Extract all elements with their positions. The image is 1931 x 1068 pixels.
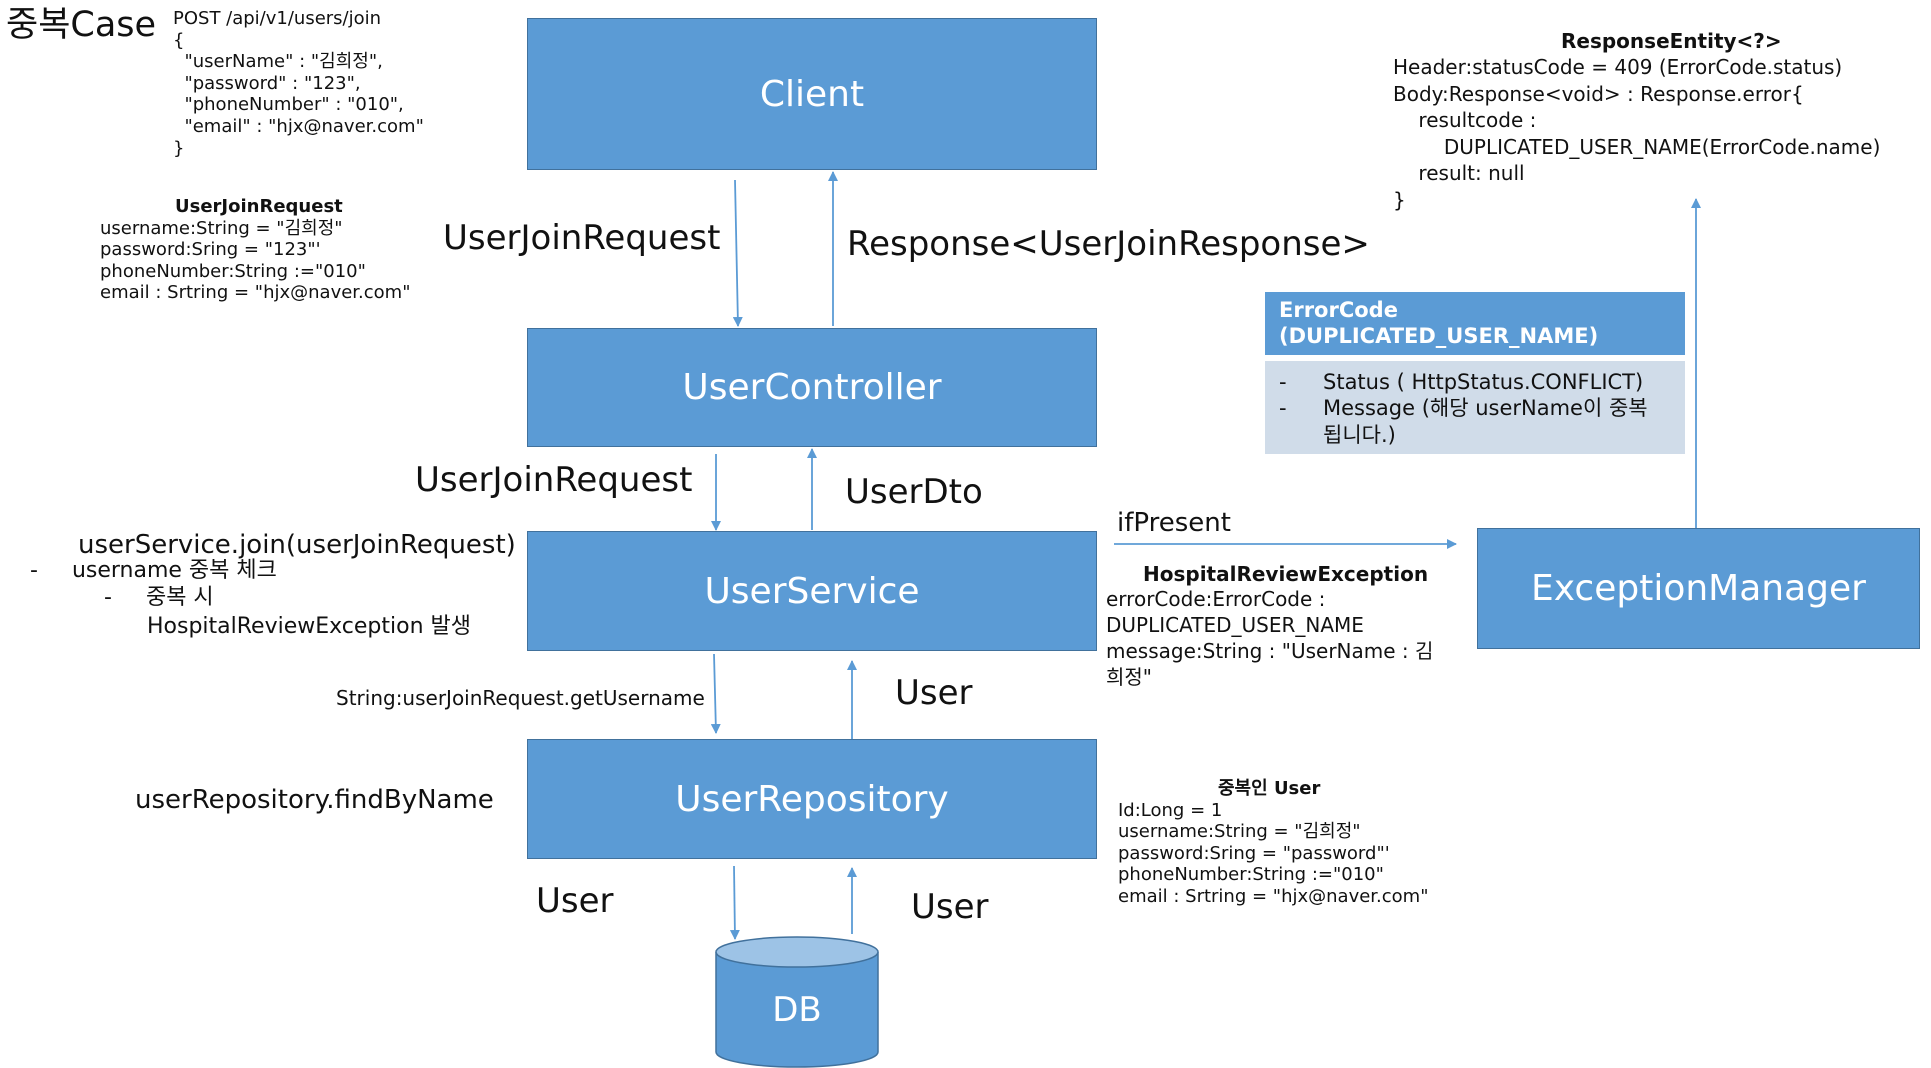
- dto-line: username:String = "김희정": [100, 217, 343, 239]
- response-entity-line: }: [1393, 187, 1406, 212]
- exception-manager-box: ExceptionManager: [1477, 528, 1920, 649]
- duplicate-user-line: username:String = "김희정": [1118, 821, 1361, 843]
- error-code-item: - Status ( HttpStatus.CONFLICT): [1279, 369, 1671, 395]
- user-repository-box: UserRepository: [527, 739, 1097, 859]
- error-code-header: ErrorCode (DUPLICATED_USER_NAME): [1265, 292, 1685, 355]
- error-code-item-text: Status ( HttpStatus.CONFLICT): [1323, 370, 1644, 394]
- response-entity-line: resultcode :: [1393, 108, 1537, 133]
- edge-label-service-to-controller: UserDto: [845, 472, 983, 512]
- service-note-item: - username 중복 체크: [30, 558, 277, 584]
- duplicate-user-line: password:Sring = "password"': [1118, 842, 1390, 864]
- response-entity: ResponseEntity<?> Header:statusCode = 40…: [1393, 28, 1880, 214]
- db-label: DB: [772, 990, 822, 1030]
- dto-line: phoneNumber:String :="010": [100, 260, 366, 282]
- exception-info-line: errorCode:ErrorCode :: [1106, 587, 1326, 611]
- edge-label-repository-to-db: User: [536, 881, 614, 921]
- user-controller-box: UserController: [527, 328, 1097, 447]
- arrow-service-to-repository: [710, 653, 721, 734]
- request-line: POST /api/v1/users/join: [173, 8, 382, 29]
- edge-label-service-to-exception: ifPresent: [1117, 508, 1231, 538]
- error-code-item-text: Message (해당 userName이 중복 됩니다.): [1323, 396, 1648, 447]
- error-code-header-line: (DUPLICATED_USER_NAME): [1279, 324, 1599, 349]
- edge-label-db-to-repository: User: [911, 887, 989, 927]
- error-code-item: - Message (해당 userName이 중복 됩니다.): [1279, 395, 1671, 448]
- service-note-text: 중복 시: [145, 585, 214, 610]
- error-code-bullet: -: [1279, 370, 1287, 394]
- exception-manager-label: ExceptionManager: [1531, 568, 1866, 609]
- duplicate-user-line: phoneNumber:String :="010": [1118, 864, 1384, 886]
- client-label: Client: [759, 73, 865, 115]
- exception-info-line: 희정": [1106, 665, 1152, 689]
- db-cylinder: [715, 936, 879, 1068]
- response-entity-line: Body:Response<void> : Response.error{: [1393, 81, 1804, 106]
- request-block: POST /api/v1/users/join { "userName" : "…: [173, 8, 424, 159]
- duplicate-user-line: email : Srtring = "hjx@naver.com": [1118, 885, 1429, 907]
- error-code-bullet: -: [1279, 396, 1287, 421]
- dto-line: email : Srtring = "hjx@naver.com": [100, 282, 411, 304]
- case-title: 중복Case: [6, 5, 157, 45]
- service-note-sub: HospitalReviewException 발생: [147, 614, 471, 639]
- exception-info-title: HospitalReviewException: [1143, 562, 1429, 586]
- user-service-label: UserService: [704, 570, 920, 612]
- service-note-bullet: -: [104, 585, 112, 610]
- dto-title: UserJoinRequest: [175, 196, 343, 217]
- client-box: Client: [527, 18, 1097, 170]
- service-note-bullet: -: [30, 558, 38, 583]
- exception-info: HospitalReviewException errorCode:ErrorC…: [1106, 562, 1433, 690]
- duplicate-user-line: Id:Long = 1: [1118, 799, 1223, 821]
- request-line: "email" : "hjx@naver.com": [173, 115, 424, 137]
- repository-call: userRepository.findByName: [135, 785, 494, 815]
- user-join-request-dto: UserJoinRequest username:String = "김희정" …: [100, 196, 411, 304]
- user-repository-label: UserRepository: [675, 778, 949, 820]
- edge-label-controller-to-client: Response<UserJoinResponse>: [847, 224, 1370, 264]
- user-controller-label: UserController: [682, 367, 942, 408]
- service-call: userService.join(userJoinRequest): [78, 530, 516, 560]
- request-line: {: [173, 29, 185, 51]
- response-entity-title: ResponseEntity<?>: [1561, 29, 1782, 53]
- response-entity-line: result: null: [1393, 161, 1525, 186]
- edge-label-client-to-controller: UserJoinRequest: [443, 218, 721, 258]
- request-line: "phoneNumber" : "010",: [173, 94, 404, 116]
- duplicate-user-title: 중복인 User: [1218, 778, 1321, 799]
- response-entity-line: Header:statusCode = 409 (ErrorCode.statu…: [1393, 55, 1843, 79]
- error-code-header-line: ErrorCode: [1279, 298, 1398, 322]
- exception-info-line: message:String : "UserName : 김: [1106, 639, 1434, 663]
- duplicate-user: 중복인 User Id:Long = 1 username:String = "…: [1118, 778, 1429, 908]
- dto-line: password:Sring = "123"': [100, 239, 321, 261]
- request-line: "userName" : "김희정",: [173, 51, 383, 73]
- user-service-box: UserService: [527, 531, 1097, 651]
- service-note-text: username 중복 체크: [71, 558, 277, 583]
- arrow-repository-to-db: [729, 865, 740, 940]
- error-code-body: - Status ( HttpStatus.CONFLICT) - Message …: [1265, 361, 1685, 454]
- service-note-item: - 중복 시: [104, 585, 214, 611]
- edge-label-service-to-repository: String:userJoinRequest.getUsername: [336, 686, 705, 710]
- edge-label-repository-to-service: User: [895, 673, 973, 713]
- edge-label-controller-to-service: UserJoinRequest: [415, 460, 693, 500]
- exception-info-line: DUPLICATED_USER_NAME: [1106, 613, 1364, 637]
- request-line: "password" : "123",: [173, 72, 361, 94]
- arrow-client-to-controller: [732, 179, 743, 327]
- response-entity-line: DUPLICATED_USER_NAME(ErrorCode.name): [1393, 134, 1881, 159]
- request-line: }: [173, 137, 185, 159]
